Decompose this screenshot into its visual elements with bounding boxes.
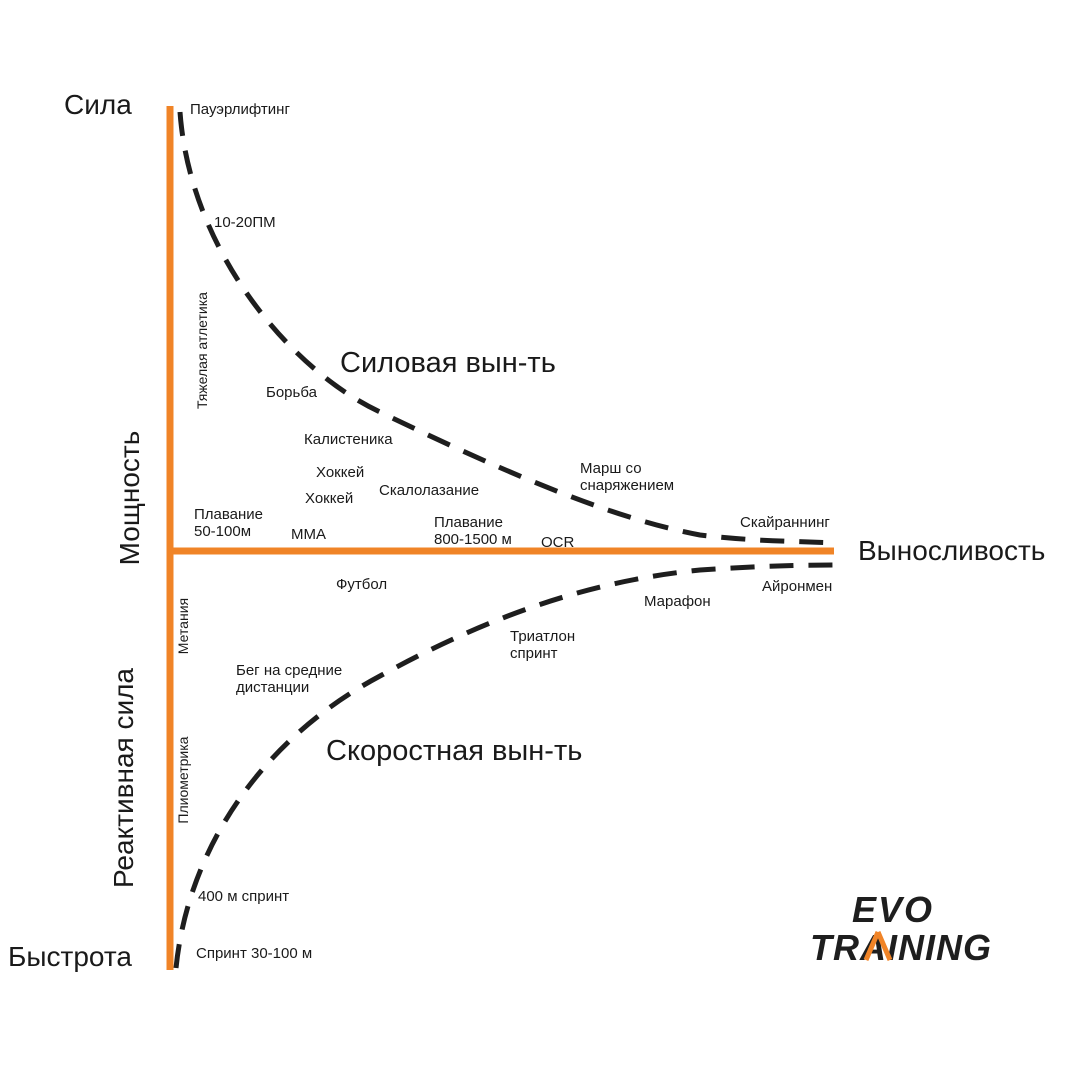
sport-label-vertical: Тяжелая атлетика: [193, 292, 210, 410]
sport-label: Хоккей: [316, 464, 365, 481]
sport-label: Скайраннинг: [740, 514, 830, 531]
axis-label-speed: Быстрота: [8, 941, 132, 972]
speed-endurance-curve: [173, 562, 835, 969]
sport-label: Скалолазание: [379, 482, 480, 499]
axis-label-endurance: Выносливость: [858, 535, 1046, 566]
evo-training-logo: EVO TRAINING: [810, 889, 992, 968]
sport-label: Хоккей: [305, 490, 354, 507]
zone-label-speed-endurance: Скоростная вын-ть: [326, 735, 583, 767]
logo-accent-mark: [863, 931, 893, 961]
sport-label-vertical: Метания: [174, 597, 191, 655]
axis-label-power: Мощность: [114, 430, 145, 566]
strength-endurance-curve: [177, 111, 835, 546]
sport-label: ММА: [291, 526, 326, 543]
zone-label-strength-endurance: Силовая вын-ть: [340, 347, 556, 379]
sport-label: Айронмен: [762, 578, 833, 595]
sport-label: Футбол: [336, 576, 388, 593]
sport-label: Борьба: [266, 384, 317, 401]
sport-label: OCR: [541, 534, 575, 551]
sport-label: Плавание 800-1500 м: [434, 514, 512, 549]
sport-label: 400 м спринт: [198, 888, 290, 905]
sport-label: Спринт 30-100 м: [196, 945, 313, 962]
axis-label-strength: Сила: [64, 89, 132, 120]
sport-label: Пауэрлифтинг: [190, 101, 290, 118]
sport-label: Плавание 50-100м: [194, 506, 264, 541]
sport-label-vertical: Плиометрика: [174, 736, 191, 824]
sport-label: Триатлон спринт: [510, 628, 576, 663]
sport-label: Бег на средние дистанции: [236, 662, 343, 697]
logo-text-training: TRAINING: [810, 927, 992, 968]
sport-label: Калистеника: [304, 431, 393, 448]
sport-label: 10-20ПМ: [214, 214, 276, 231]
axis-label-reactive-strength: Реактивная сила: [108, 667, 139, 889]
sport-label: Марафон: [644, 593, 711, 610]
sport-label: Марш со снаряжением: [580, 460, 675, 495]
logo-text-evo: EVO: [852, 889, 934, 930]
